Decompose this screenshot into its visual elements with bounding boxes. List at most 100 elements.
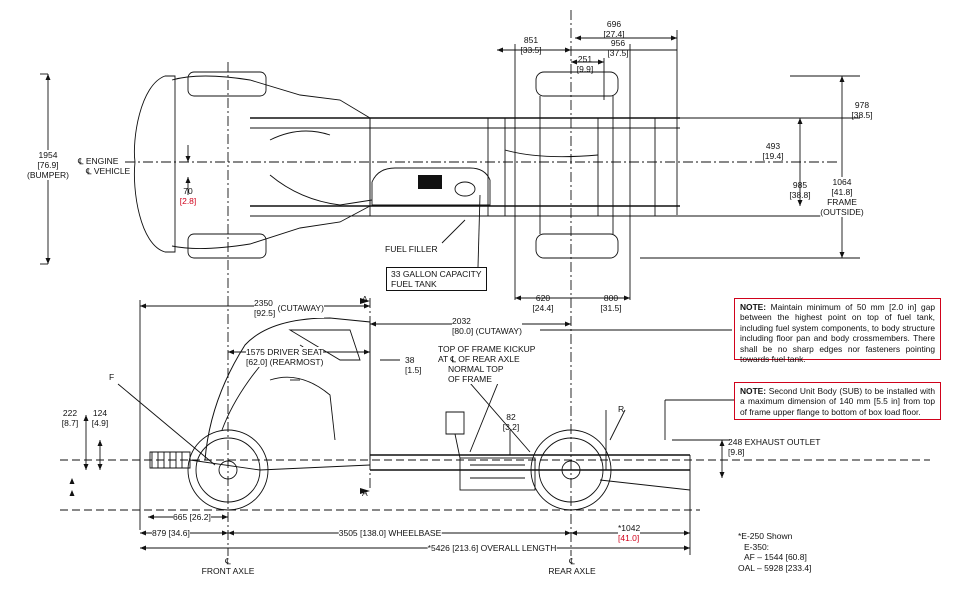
fuel-tank-gap-note: NOTE: Maintain minimum of 50 mm [2.0 in]… — [734, 298, 941, 364]
dim-851-in: [33.5] — [520, 45, 542, 55]
dim-38-in: [1.5] — [405, 365, 422, 375]
dim-1042-mm: *1042 — [618, 523, 641, 533]
dim-251-in: [9.9] — [576, 64, 594, 74]
dim-1575-text: 1575 DRIVER SEAT — [246, 347, 324, 357]
rear-axle-label: ℄REAR AXLE — [548, 556, 596, 576]
dim-2350-mm: 2350 — [254, 298, 273, 308]
dim-800-label: 800[31.5] — [600, 293, 621, 313]
dim-800-in: [31.5] — [600, 303, 622, 313]
engine-centerline-text: ENGINE — [85, 156, 119, 166]
dim-2032-mm: 2032 — [452, 316, 471, 326]
dim-493-in: [19.4] — [762, 151, 784, 161]
footnote-line2: E-350: — [744, 541, 770, 552]
footnote: *E-250 Shown E-350: AF – 1544 [60.8] OAL… — [738, 531, 811, 573]
dim-1064-in: [41.8] — [831, 187, 853, 197]
dim-124-in: [4.9] — [91, 418, 109, 428]
note-text: Maintain minimum of 50 mm [2.0 in] gap b… — [740, 302, 936, 365]
kickup-line1: TOP OF FRAME KICKUP — [438, 344, 536, 354]
front-bumper-outline — [134, 75, 176, 253]
dim-956-in: [37.5] — [607, 48, 629, 58]
dim-2032-note: [80.0] (CUTAWAY) — [452, 326, 522, 336]
dim-978-label: 978[38.5] — [851, 100, 872, 120]
dim-82-label: 82[3.2] — [503, 412, 520, 432]
dim-696-label: 696[27.4] — [603, 19, 624, 39]
dim-1042-in: [41.0] — [618, 533, 640, 543]
dim-2350-label: 2350[92.5] (CUTAWAY) — [254, 298, 324, 318]
dim-1954-in: [76.9] — [37, 160, 59, 170]
dim-1042-label: *1042[41.0] — [618, 523, 641, 543]
dim-620-mm: 620 — [535, 293, 551, 303]
dim-124-label: 124[4.9] — [92, 408, 109, 428]
dim-1954-label: 1954[76.9](BUMPER) — [26, 150, 70, 180]
section-a-top-label: A — [362, 294, 368, 304]
dim-2350-in: [92.5] — [254, 308, 276, 318]
centerline-icon: ℄ — [86, 166, 92, 176]
dim-620-label: 620[24.4] — [532, 293, 553, 313]
dim-251-mm: 251 — [577, 54, 593, 64]
centerline-icon: ℄ — [569, 556, 575, 566]
dim-620-in: [24.4] — [532, 303, 554, 313]
engine-centerline-label: ℄ ENGINE — [78, 156, 118, 166]
dim-985-in: [38.8] — [789, 190, 811, 200]
dim-248-label: 248 EXHAUST OUTLET[9.8] — [728, 437, 820, 457]
front-axle-text: FRONT AXLE — [201, 566, 255, 576]
normal-top-line1: NORMAL TOP — [448, 364, 504, 374]
exhaust-outlet-text: EXHAUST OUTLET — [744, 437, 821, 447]
dim-251-label: 251[9.9] — [577, 54, 594, 74]
dim-665-label: 665 [26.2] — [173, 512, 211, 522]
dim-124-mm: 124 — [92, 408, 108, 418]
dim-38-label: 38[1.5] — [405, 355, 422, 375]
front-axle-label: ℄FRONT AXLE — [201, 556, 255, 576]
dim-248-mm: 248 — [728, 437, 743, 447]
dim-851-mm: 851 — [523, 35, 539, 45]
kickup-line2b: OF REAR AXLE — [458, 354, 520, 364]
dim-696-in: [27.4] — [603, 29, 625, 39]
dim-1575-note: [62.0] (REARMOST) — [246, 357, 324, 367]
dim-985-label: 985[38.8] — [789, 180, 810, 200]
dim-38-mm: 38 — [405, 355, 415, 365]
kickup-line2: AT — [438, 354, 449, 364]
vehicle-centerline-text: VEHICLE — [93, 166, 131, 176]
centerline-icon: ℄ — [450, 354, 456, 364]
dim-1064-note1: FRAME — [827, 197, 857, 207]
note-title: NOTE: — [740, 302, 767, 312]
fuel-filler-label: FUEL FILLER — [385, 244, 438, 254]
vehicle-centerline-label: ℄ VEHICLE — [86, 166, 130, 176]
footnote-line4: OAL – 5928 [233.4] — [738, 562, 812, 573]
label-r: R — [618, 404, 625, 414]
footnote-line3: AF – 1544 [60.8] — [744, 552, 807, 562]
label-f: F — [109, 372, 115, 382]
fuel-tank-line2: FUEL TANK — [391, 279, 437, 289]
overall-length-label: *5426 [213.6] OVERALL LENGTH — [427, 543, 557, 553]
dim-222-in: [8.7] — [61, 418, 79, 428]
section-a-bottom-label: A — [362, 488, 368, 498]
dim-956-mm: 956 — [610, 38, 626, 48]
dim-978-mm: 978 — [854, 100, 870, 110]
dim-1064-label: 1064[41.8]FRAME(OUTSIDE) — [820, 177, 864, 217]
dim-985-mm: 985 — [792, 180, 808, 190]
sub-body-note: NOTE: Second Unit Body (SUB) to be insta… — [734, 382, 941, 420]
dim-1064-mm: 1064 — [832, 177, 852, 187]
dim-1954-mm: 1954 — [38, 150, 58, 160]
dim-70-label: 70[2.8] — [180, 186, 197, 206]
dim-493-mm: 493 — [765, 141, 781, 151]
dim-956-label: 956[37.5] — [607, 38, 628, 58]
dim-800-mm: 800 — [603, 293, 619, 303]
dim-248-in: [9.8] — [728, 447, 745, 457]
dim-70-mm: 70 — [183, 186, 193, 196]
dim-2350-note: (CUTAWAY) — [277, 303, 324, 313]
note-text: Second Unit Body (SUB) to be installed w… — [740, 386, 935, 417]
footnote-line1: *E-250 Shown — [738, 531, 793, 541]
dim-1954-note: (BUMPER) — [26, 170, 70, 180]
dim-2032-label: 2032[80.0] (CUTAWAY) — [452, 316, 522, 336]
dim-1064-note2: (OUTSIDE) — [820, 207, 864, 217]
dim-82-in: [3.2] — [502, 422, 520, 432]
centerline-icon: ℄ — [78, 156, 84, 166]
dim-493-label: 493[19.4] — [762, 141, 783, 161]
note-title: NOTE: — [740, 386, 767, 396]
